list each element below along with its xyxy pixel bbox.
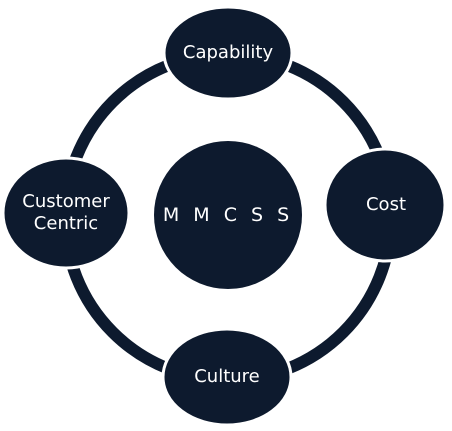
node-capability	[162, 5, 294, 101]
center-label: M M C S S	[162, 204, 294, 226]
node-label-capability: Capability	[182, 42, 274, 63]
node-label-culture: Culture	[194, 366, 260, 387]
node-customer-centric	[1, 156, 131, 270]
node-label-customer-centric: Customer Centric	[22, 191, 110, 234]
node-culture	[161, 327, 293, 427]
node-cost	[323, 147, 447, 263]
node-label-cost: Cost	[365, 194, 407, 215]
center-circle	[154, 141, 302, 289]
